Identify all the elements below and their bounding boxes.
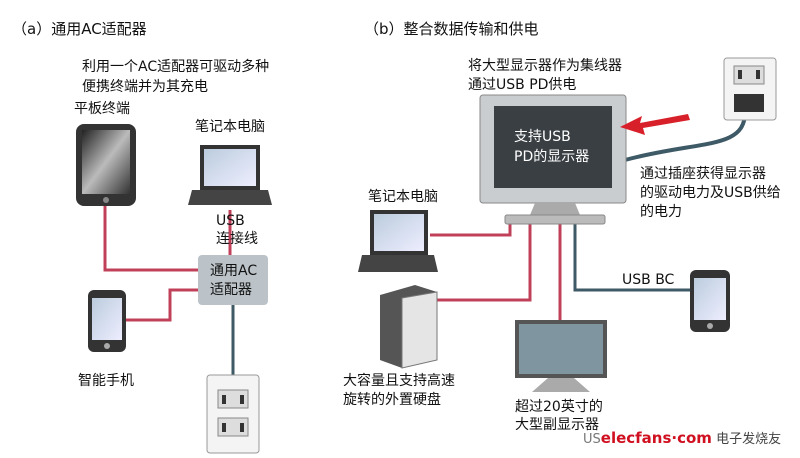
- sub-monitor-label-2: 大型副显示器: [515, 417, 599, 433]
- adapter-label-2: 适配器: [210, 282, 252, 298]
- sub-monitor-label-1: 超过20英寸的: [515, 399, 603, 415]
- watermark: USelecfans·com 电子发烧友: [583, 428, 781, 447]
- main-monitor-icon: [479, 94, 627, 225]
- panel-b-cables: [430, 111, 747, 320]
- laptop-b-icon: [358, 210, 438, 272]
- laptop-b-label: 笔记本电脑: [368, 189, 438, 205]
- laptop-icon: [188, 145, 272, 205]
- usb-label-2: 连接线: [216, 231, 258, 247]
- watermark-prefix: US: [583, 432, 601, 447]
- phone-cable: [125, 288, 198, 322]
- hdd-cable: [435, 222, 532, 302]
- panel-a-title: （a）通用AC适配器: [12, 20, 147, 38]
- tablet-cable: [103, 205, 198, 272]
- panel-a-cables: [103, 205, 235, 375]
- panel-a-desc-1: 利用一个AC适配器可驱动多种: [82, 59, 270, 75]
- usb-bc-label: USB BC: [622, 272, 675, 288]
- watermark-logo: elecfans·com: [600, 429, 712, 447]
- smartphone-icon: [88, 290, 126, 352]
- monitor-power-cable: [624, 111, 747, 162]
- hub-label-2: 通过USB PD供电: [468, 77, 577, 93]
- red-arrow-icon: [620, 114, 690, 135]
- usb-label-1: USB: [216, 213, 245, 229]
- watermark-cn: 电子发烧友: [716, 432, 782, 447]
- wall-outlet-icon: [206, 374, 260, 454]
- adapter-label-1: 通用AC: [210, 263, 258, 279]
- phone-b-cable: [573, 222, 690, 292]
- laptop-label: 笔记本电脑: [195, 119, 265, 135]
- smartphone-b-icon: [690, 270, 730, 332]
- power-label-2: 的驱动电力及USB供给: [640, 185, 781, 201]
- hdd-label-1: 大容量且支持高速: [343, 373, 455, 389]
- power-label-1: 通过插座获得显示器: [640, 166, 766, 182]
- laptop-b-cable: [430, 222, 512, 237]
- hdd-label-2: 旋转的外置硬盘: [343, 392, 441, 408]
- screen-label-2: PD的显示器: [514, 149, 590, 165]
- power-label-3: 的电力: [640, 204, 682, 220]
- screen-label-1: 支持USB: [514, 129, 571, 145]
- hub-label-1: 将大型显示器作为集线器: [468, 58, 622, 74]
- panel-b-title: （b）整合数据传输和供电: [364, 20, 539, 38]
- wall-outlet-b-icon: [723, 57, 777, 121]
- phone-label: 智能手机: [78, 373, 134, 389]
- sub-monitor-icon: [515, 320, 607, 392]
- tablet-label: 平板终端: [74, 101, 130, 117]
- tablet-icon: [76, 124, 136, 206]
- adapter-box: [198, 255, 268, 305]
- external-hdd-icon: [380, 285, 438, 369]
- panel-a-desc-2: 便携终端并为其充电: [82, 79, 208, 95]
